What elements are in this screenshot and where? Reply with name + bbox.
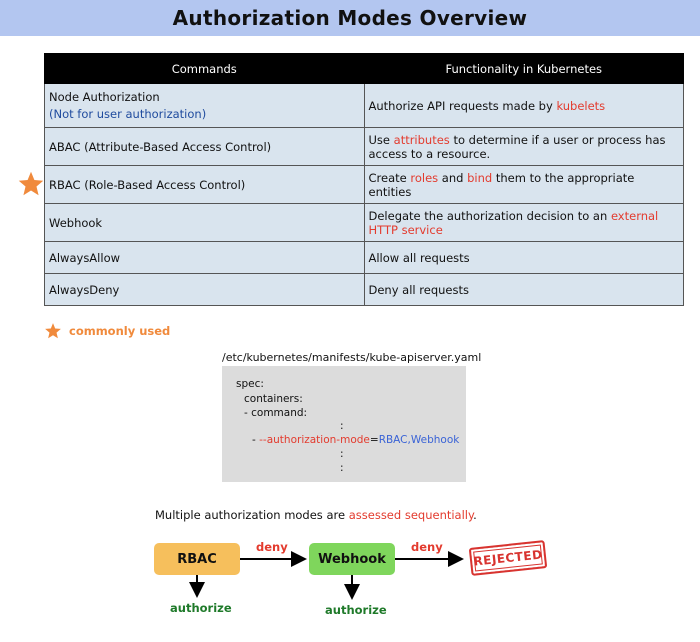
table-row: AlwaysDeny Deny all requests: [44, 273, 684, 306]
code-ellipsis: :: [340, 448, 344, 460]
code-value: RBAC,Webhook: [378, 434, 460, 446]
cell-functionality: Delegate the authorization decision to a…: [363, 203, 684, 242]
table-row: ABAC (Attribute-Based Access Control) Us…: [44, 127, 684, 166]
func-text: Delegate the authorization decision to a…: [368, 208, 611, 223]
func-highlight: attributes: [393, 132, 450, 147]
cell-command: AlwaysAllow: [44, 241, 365, 274]
config-file-path: /etc/kubernetes/manifests/kube-apiserver…: [222, 351, 482, 364]
title-bar: Authorization Modes Overview: [0, 0, 700, 36]
func-highlight: kubelets: [556, 98, 606, 113]
cell-command: Webhook: [44, 203, 365, 242]
authorization-modes-table: Commands Functionality in Kubernetes Nod…: [44, 53, 684, 306]
command-note: (Not for user authorization): [49, 107, 207, 121]
legend-label: commonly used: [69, 324, 171, 338]
seq-highlight: assessed sequentially: [348, 508, 474, 522]
cell-functionality: Create roles and bind them to the approp…: [363, 165, 684, 204]
command-name: Node Authorization: [49, 90, 160, 104]
header-commands: Commands: [44, 53, 365, 84]
deny-label-2: deny: [411, 540, 443, 554]
cell-command: RBAC (Role-Based Access Control): [44, 165, 365, 204]
cell-command: AlwaysDeny: [44, 273, 365, 306]
code-containers: containers:: [244, 393, 303, 405]
cell-functionality: Allow all requests: [363, 241, 684, 274]
star-icon: [18, 171, 44, 196]
func-text: them to the appropriate entities: [368, 170, 635, 199]
rejected-stamp: REJECTED: [468, 540, 548, 576]
code-spec: spec:: [236, 378, 264, 390]
code-auth-mode-line: - --authorization-mode=RBAC,Webhook: [252, 434, 459, 446]
func-highlight: roles: [410, 170, 439, 185]
cell-command: Node Authorization (Not for user authori…: [44, 83, 365, 128]
page-title: Authorization Modes Overview: [172, 6, 528, 30]
code-ellipsis: :: [340, 420, 344, 432]
func-text: and: [438, 170, 468, 185]
seq-text: .: [473, 508, 477, 522]
func-text: to determine if a user or process has ac…: [368, 132, 666, 161]
deny-label-1: deny: [256, 540, 288, 554]
cell-command: ABAC (Attribute-Based Access Control): [44, 127, 365, 166]
func-text: Use: [368, 132, 394, 147]
code-command: - command:: [244, 407, 308, 419]
table-header-row: Commands Functionality in Kubernetes: [44, 53, 684, 84]
authorize-label-1: authorize: [170, 601, 232, 615]
func-text: Create: [368, 170, 411, 185]
table-row: AlwaysAllow Allow all requests: [44, 241, 684, 274]
code-block: spec: containers: - command: : - --autho…: [222, 366, 466, 482]
authorize-label-2: authorize: [325, 603, 387, 617]
table-row: Node Authorization (Not for user authori…: [44, 83, 684, 128]
func-highlight: external HTTP service: [368, 208, 659, 237]
code-ellipsis: :: [340, 462, 344, 474]
code-eq: =: [369, 434, 379, 446]
func-highlight: bind: [467, 170, 493, 185]
star-icon: [45, 323, 61, 339]
cell-functionality: Deny all requests: [363, 273, 684, 306]
cell-functionality: Authorize API requests made by kubelets: [363, 83, 684, 128]
sequential-note: Multiple authorization modes are assesse…: [155, 508, 477, 522]
table-row: Webhook Delegate the authorization decis…: [44, 203, 684, 242]
rbac-node: RBAC: [154, 543, 240, 575]
code-dash: -: [252, 434, 260, 446]
table-row: RBAC (Role-Based Access Control) Create …: [44, 165, 684, 204]
seq-text: Multiple authorization modes are: [155, 508, 349, 522]
cell-functionality: Use attributes to determine if a user or…: [363, 127, 684, 166]
header-functionality: Functionality in Kubernetes: [363, 53, 684, 84]
func-text: Authorize API requests made by: [368, 98, 557, 113]
code-flag: --authorization-mode: [259, 434, 370, 446]
webhook-node: Webhook: [309, 543, 395, 575]
